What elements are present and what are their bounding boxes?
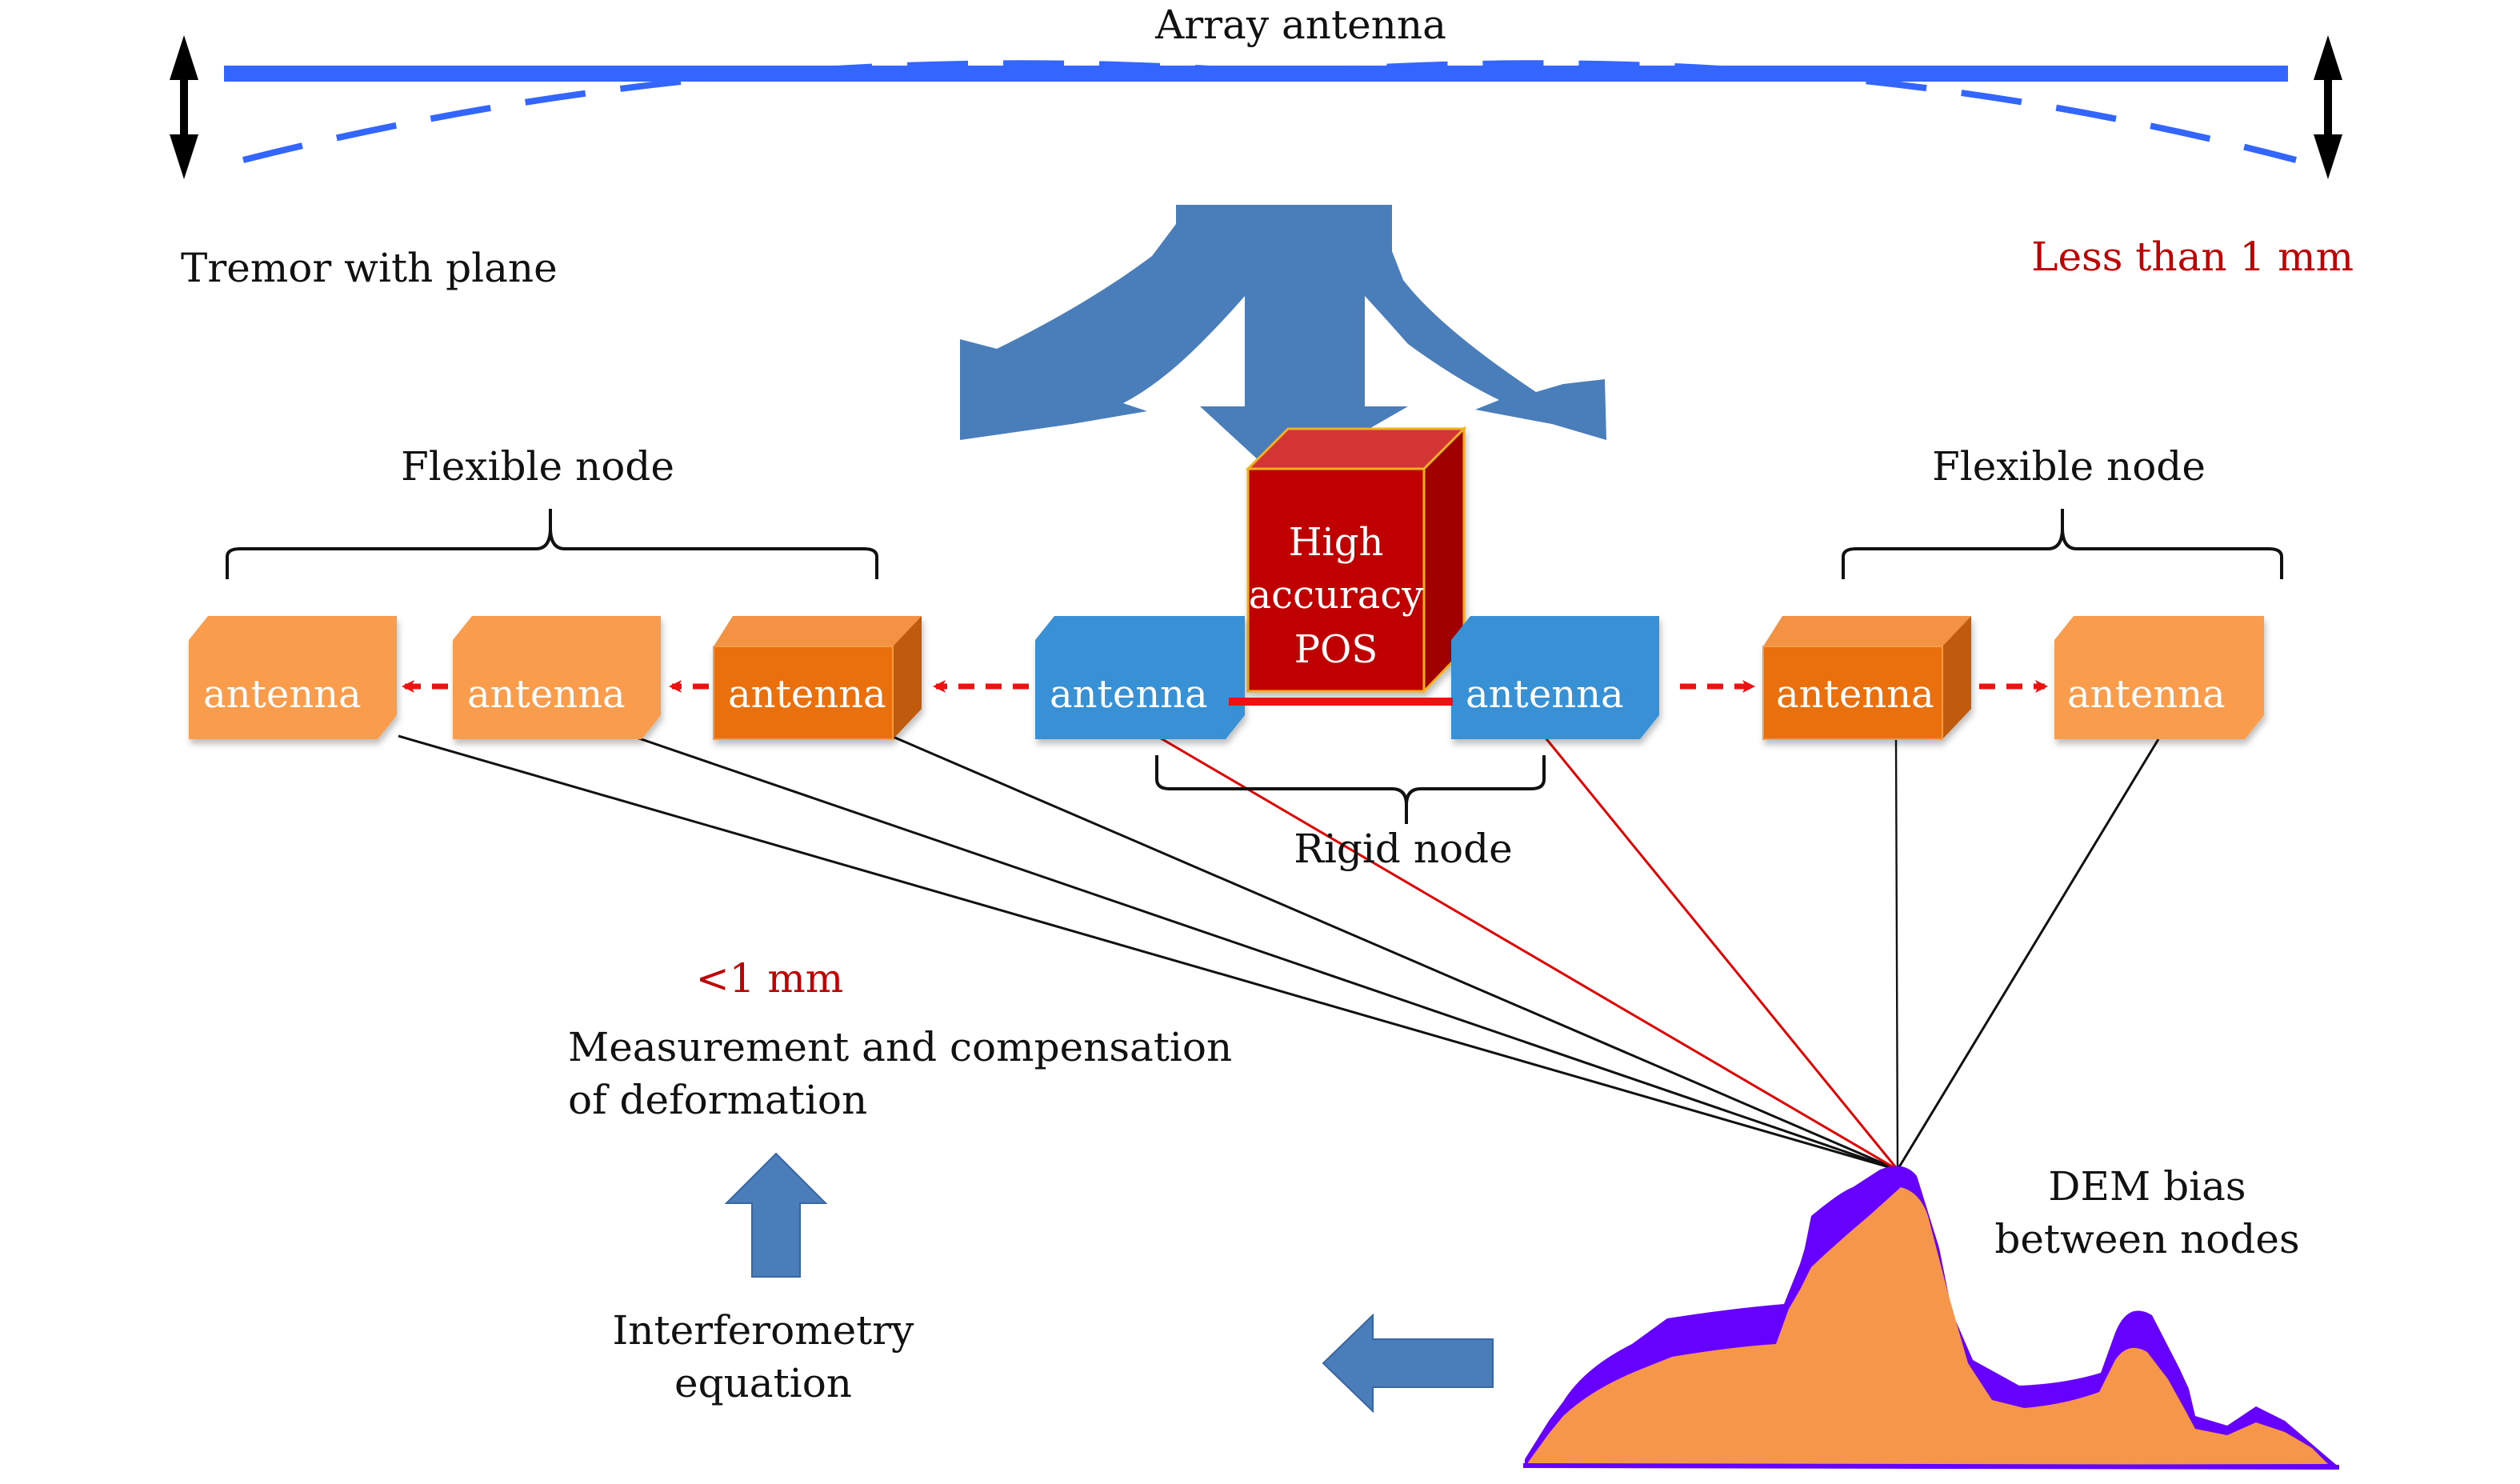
- interferometry-label-line1: Interferometry: [613, 1307, 915, 1354]
- pos-label-line1: High: [1289, 520, 1384, 565]
- flexible-node-brace-left: [226, 509, 878, 579]
- antenna-label: antenna: [2067, 672, 2226, 717]
- sight-lines: [398, 734, 2160, 1171]
- antenna-box-6: [1762, 616, 1971, 740]
- array-antenna-title: Array antenna: [1154, 2, 1446, 48]
- tremor-double-arrow-left: [170, 35, 198, 179]
- flexible-node-label-right: Flexible node: [1932, 443, 2206, 490]
- antenna-label: antenna: [1050, 672, 1208, 717]
- sight-line: [398, 734, 1898, 1171]
- antenna-box-2: [453, 616, 661, 739]
- flexible-node-label-left: Flexible node: [401, 443, 674, 490]
- lt-1mm-label: <1 mm: [696, 955, 843, 1002]
- measurement-label-line1: Measurement and compensation: [568, 1024, 1232, 1070]
- array-antenna-bar: [224, 66, 2288, 82]
- antenna-label: antenna: [1776, 672, 1934, 717]
- pos-label-line2: accuracy: [1249, 573, 1424, 618]
- dem-bias-label-line1: DEM bias: [2048, 1163, 2246, 1210]
- sight-line: [1894, 738, 1899, 1170]
- dem-bias-label-line2: between nodes: [1994, 1216, 2299, 1262]
- antenna-box-1: [189, 616, 397, 739]
- high-accuracy-pos-cube: [1245, 426, 1467, 694]
- antenna-box-4: [1035, 616, 1245, 739]
- rigid-node-brace: [1155, 755, 1546, 824]
- measurement-label-line2: of deformation: [568, 1077, 867, 1123]
- rigid-node-label: Rigid node: [1294, 826, 1512, 872]
- antenna-label: antenna: [1466, 672, 1624, 717]
- flexible-node-brace-right: [1842, 509, 2283, 579]
- antenna-box-5: [1451, 616, 1659, 739]
- sight-line-rigid: [1156, 734, 1898, 1171]
- dem-terrain: [1522, 1166, 2340, 1470]
- split-arrow-icon: [960, 205, 1606, 480]
- sight-line: [1896, 738, 2160, 1170]
- less-than-1mm-label: Less than 1 mm: [2031, 234, 2354, 280]
- rigid-link-bar: [1229, 698, 1453, 706]
- pos-label-line3: POS: [1294, 627, 1378, 672]
- antenna-label: antenna: [467, 672, 626, 717]
- dem-terrain-layer: [1528, 1187, 2328, 1466]
- antenna-label: antenna: [728, 672, 886, 717]
- sight-line: [890, 734, 1898, 1171]
- antenna-label: antenna: [203, 672, 362, 717]
- sight-line: [631, 734, 1898, 1171]
- deformed-array-dashed-curve: [242, 60, 2298, 163]
- antenna-box-3: [713, 616, 922, 740]
- antenna-box-7: [2054, 616, 2264, 739]
- left-arrow-icon: [1322, 1313, 1494, 1414]
- tremor-double-arrow-right: [2314, 35, 2342, 179]
- up-arrow-icon: [724, 1152, 828, 1278]
- dem-baseline: [1522, 1463, 2340, 1470]
- interferometry-label-line2: equation: [674, 1360, 852, 1406]
- tremor-label: Tremor with plane: [181, 245, 558, 291]
- sight-line-rigid: [1542, 735, 1899, 1170]
